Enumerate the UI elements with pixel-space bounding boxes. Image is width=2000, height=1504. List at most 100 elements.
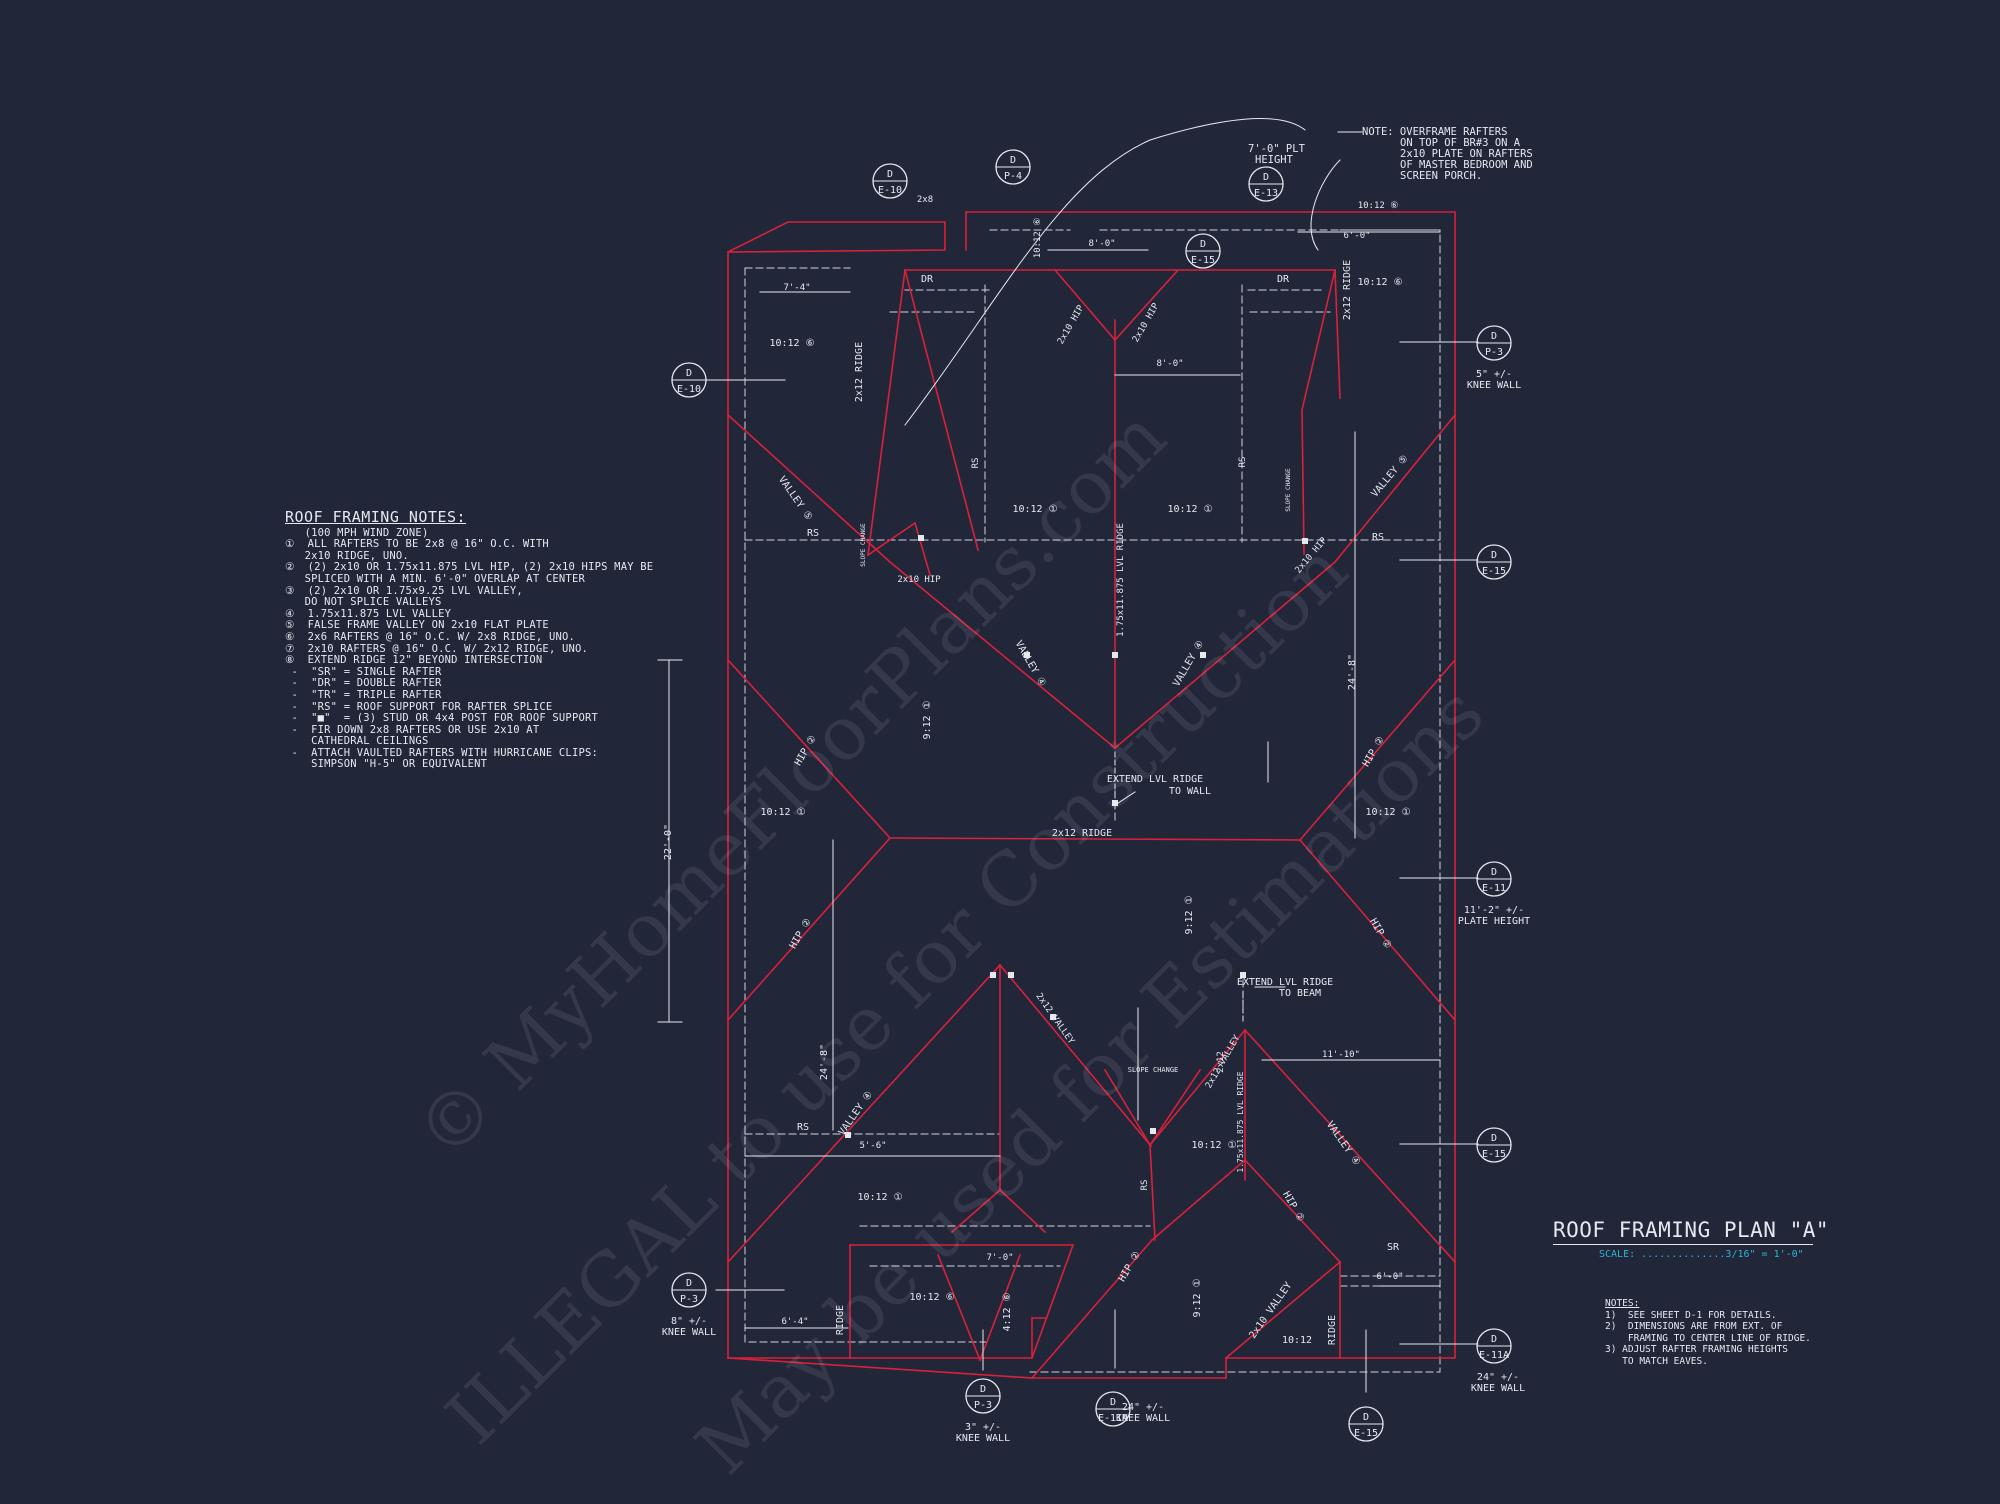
general-note-item: 2) DIMENSIONS ARE FROM EXT. OF — [1605, 1321, 1783, 1332]
plan-label: DR — [921, 274, 934, 285]
callout-detail: D — [1010, 155, 1016, 166]
plan-label: 2x12 RIDGE — [1342, 260, 1353, 320]
note-item: ⑥ 2x6 RAFTERS @ 16" O.C. W/ 2x8 RIDGE, U… — [285, 630, 576, 643]
note-item: (100 MPH WIND ZONE) — [285, 526, 429, 539]
plan-label: 9:12 ① — [1192, 1278, 1203, 1317]
plan-label: SLOPE CHANGE — [1128, 1066, 1179, 1074]
section-callout: DP-38" +/-KNEE WALL — [662, 1272, 716, 1338]
callout-detail: D — [1363, 1412, 1369, 1423]
plan-label: 2x8 — [917, 195, 933, 205]
callout-sheet: E-15 — [1482, 566, 1506, 577]
callout-sheet: E-11 — [1482, 883, 1506, 894]
note-item: - "DR" = DOUBLE RAFTER — [285, 677, 442, 690]
plan-label: 2x12 RIDGE — [854, 342, 865, 402]
callout-sheet: P-3 — [680, 1294, 698, 1305]
plan-label: 10:12 — [1282, 1335, 1312, 1346]
title-block: ROOF FRAMING PLAN "A" SCALE: ...........… — [1553, 1218, 1829, 1260]
note-item: ⑤ FALSE FRAME VALLEY ON 2x10 FLAT PLATE — [285, 619, 549, 632]
top-note: NOTE: OVERFRAME RAFTERS ON TOP OF BR#3 O… — [1248, 126, 1533, 182]
plan-label: VALLEY ④ — [1324, 1119, 1362, 1167]
plan-label: SLOPE CHANGE — [860, 523, 867, 567]
plan-label: TO BEAM — [1279, 988, 1321, 999]
plan-label: 7'-4" — [783, 283, 810, 293]
eave-lines — [744, 229, 1441, 1373]
callout-sheet: E-15 — [1482, 1149, 1506, 1160]
callout-label: 5" +/- — [1476, 369, 1512, 380]
general-note-item: FRAMING TO CENTER LINE OF RIDGE. — [1605, 1332, 1811, 1344]
callout-detail: D — [1491, 550, 1497, 561]
callout-detail: D — [1200, 239, 1206, 250]
callout-detail: D — [1491, 867, 1497, 878]
support-posts — [845, 535, 1308, 1138]
plan-label: 10:12 ⑥ — [909, 1292, 954, 1303]
plan-label: 6'-0" — [1376, 1272, 1403, 1282]
section-callout: DE-10 — [872, 163, 908, 199]
plan-label: 10:12 ⑥ — [769, 338, 814, 349]
plan-label: RS — [807, 528, 819, 539]
plan-label: RS — [1372, 532, 1384, 543]
plan-label: 2x12 RIDGE — [1052, 828, 1112, 839]
plan-label: EXTEND LVL RIDGE — [1237, 977, 1333, 988]
plan-label: 9:12 ① — [1184, 895, 1195, 934]
plan-label: DR — [1277, 274, 1290, 285]
plan-label: 8'-0" — [1088, 239, 1115, 249]
callout-label: 24" +/- — [1122, 1402, 1164, 1413]
callout-detail: D — [887, 169, 893, 180]
plan-label: 10:12 ① — [1167, 504, 1212, 515]
plan-label: 10:12 ① — [1365, 807, 1410, 818]
callout-detail: D — [1110, 1397, 1116, 1408]
notes-list: (100 MPH WIND ZONE)① ALL RAFTERS TO BE 2… — [285, 526, 653, 771]
note-item: DO NOT SPLICE VALLEYS — [285, 596, 442, 609]
general-note-item: TO MATCH EAVES. — [1605, 1355, 1708, 1367]
section-callout: DE-10 — [671, 362, 707, 398]
general-note-item: 3) ADJUST RAFTER FRAMING HEIGHTS — [1605, 1344, 1789, 1355]
plan-label: RS — [971, 458, 981, 469]
section-callout: D E-15 — [1476, 1127, 1512, 1163]
section-callout: DE-13 — [1248, 166, 1284, 202]
callout-detail: D — [1263, 172, 1269, 183]
top-note-line: OF MASTER BEDROOM AND — [1400, 159, 1533, 171]
top-note-line: ON TOP OF BR#3 ON A — [1400, 137, 1521, 149]
section-callout: DP-35" +/-KNEE WALL — [1467, 325, 1521, 391]
plan-label: 7'-0" — [986, 1253, 1013, 1263]
callout-label: KNEE WALL — [956, 1433, 1010, 1444]
note-item: ⑦ 2x10 RAFTERS @ 16" O.C. W/ 2x12 RIDGE,… — [285, 642, 589, 655]
plan-label: RS — [797, 1122, 809, 1133]
note-item: SIMPSON "H-5" OR EQUIVALENT — [285, 758, 488, 771]
plan-label: SLOPE CHANGE — [1285, 468, 1292, 512]
callout-label: 24" +/- — [1477, 1372, 1519, 1383]
top-note-line: 2x10 PLATE ON RAFTERS — [1400, 148, 1533, 160]
callout-detail: D — [1491, 1133, 1497, 1144]
callout-sheet: P-4 — [1004, 171, 1022, 182]
callout-sheet: P-3 — [974, 1400, 992, 1411]
plan-label: HIP ② — [788, 917, 814, 951]
callout-label: 3" +/- — [965, 1422, 1001, 1433]
plan-label: 2x10 HIP — [1294, 535, 1330, 575]
plan-label: 8'-0" — [1156, 359, 1183, 369]
plan-title: ROOF FRAMING PLAN "A" — [1553, 1218, 1829, 1245]
plan-label: RIDGE — [1327, 1315, 1338, 1345]
plan-label: RIDGE — [835, 1305, 846, 1335]
callout-detail: D — [1491, 1334, 1497, 1345]
note-item: - "RS" = ROOF SUPPORT FOR RAFTER SPLICE — [285, 700, 553, 713]
callout-label: KNEE WALL — [1116, 1413, 1170, 1424]
callout-sheet: P-3 — [1485, 347, 1503, 358]
plan-label: 10:12 ⑥ — [1033, 218, 1043, 259]
section-callout: DE-15 — [1348, 1406, 1384, 1442]
framing-lines — [726, 211, 1457, 1380]
plan-label: 9:12 ① — [922, 700, 933, 739]
note-item: - ATTACH VAULTED RAFTERS WITH HURRICANE … — [285, 746, 599, 759]
callout-sheet: E-11A — [1098, 1413, 1128, 1424]
note-item: ⑧ EXTEND RIDGE 12" BEYOND INTERSECTION — [285, 654, 543, 667]
callout-label: 11'-2" +/- — [1464, 905, 1524, 916]
roof-framing-notes: ROOF FRAMING NOTES: (100 MPH WIND ZONE)①… — [285, 510, 653, 771]
plan-label: 1.75x11.875 LVL RIDGE — [1236, 1071, 1245, 1172]
plan-label: 2x10 HIP — [1056, 303, 1087, 346]
plan-label: 10:12 ① — [760, 807, 805, 818]
plan-label: 2x10 VALLEY — [1247, 1280, 1294, 1341]
section-callout: DE-15 — [1185, 233, 1221, 269]
